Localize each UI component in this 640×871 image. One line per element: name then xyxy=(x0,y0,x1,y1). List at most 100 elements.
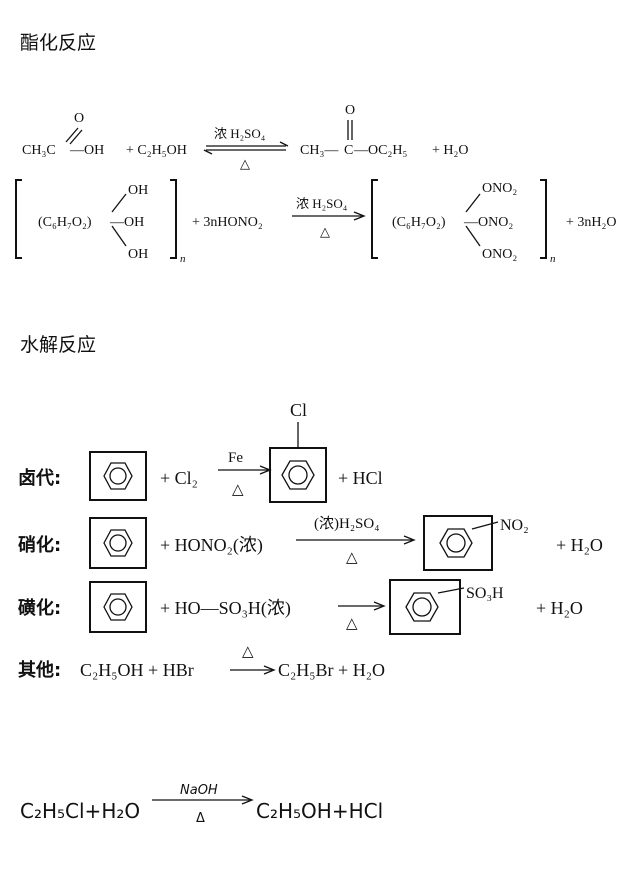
arrow-head xyxy=(263,665,276,675)
nitrate-bottom: ONO₂ xyxy=(482,247,517,262)
benzene-ring xyxy=(89,517,147,569)
acetyl-group: CH₃C xyxy=(22,143,56,158)
catalyst-label: 浓 H₂SO₄ xyxy=(214,126,266,141)
ring-frame xyxy=(423,515,493,571)
hexagon xyxy=(103,593,133,621)
cellulose-unit: (C₆H₇O₂) xyxy=(392,215,446,230)
carbonyl-oxygen: O xyxy=(345,103,355,118)
bond xyxy=(111,225,127,247)
hydroxyl-middle: —OH xyxy=(109,215,144,230)
esterification-equation-cellulose: (C₆H₇O₂) OH —OH OH n + 3nHONO₂ 浓 H₂SO₄ △… xyxy=(15,179,617,265)
hydrolysis-reactants: C₂H₅Cl+H₂O xyxy=(20,799,140,823)
right-bracket xyxy=(540,179,547,259)
esterification-heading: 酯化反应 xyxy=(20,32,97,54)
water-byproduct: + H₂O xyxy=(536,598,583,618)
nitration-label: 硝化: xyxy=(18,534,61,556)
other-label: 其他: xyxy=(18,659,61,681)
benzenesulfonic-acid-ring xyxy=(389,579,461,635)
heat-symbol: △ xyxy=(240,156,250,171)
sulfonation-equation: 磺化: + HO—SO₃H(浓) △ SO₃H + H₂O xyxy=(18,579,583,635)
benzene-ring xyxy=(89,581,147,633)
hexagon xyxy=(103,462,133,490)
aromatic-circle xyxy=(288,465,308,485)
bond xyxy=(111,193,127,213)
hexagon xyxy=(439,528,473,558)
heat-symbol: △ xyxy=(242,644,254,660)
halogenation-equation: 卤代: + Cl₂ Fe △ Cl + HCl xyxy=(18,400,383,503)
ethanol: + C₂H₅OH xyxy=(126,143,187,158)
ring-frame xyxy=(269,447,327,503)
sulfonic-substituent: SO₃H xyxy=(466,585,504,602)
arrow-head xyxy=(241,795,254,805)
hexagon xyxy=(405,592,439,622)
catalyst-label: (浓)H₂SO₄ xyxy=(314,515,379,532)
arrow-head xyxy=(279,141,289,147)
double-bond xyxy=(65,127,79,143)
heat-symbol: △ xyxy=(232,482,244,498)
nitrate-middle: —ONO₂ xyxy=(463,215,513,230)
water-product: + 3nH₂O xyxy=(566,215,617,230)
ring-frame xyxy=(89,451,147,501)
carbonyl-carbon: C xyxy=(344,143,353,158)
hexagon xyxy=(103,529,133,557)
aromatic-circle xyxy=(412,597,432,617)
hydrolysis-heading: 水解反应 xyxy=(20,334,97,356)
ethoxy-group: —OC₂H₅ xyxy=(353,143,407,158)
water-product: + H₂O xyxy=(432,143,469,158)
nitro-substituent: NO₂ xyxy=(500,517,529,534)
nitric-acid-reagent: + HONO₂(浓) xyxy=(160,535,263,556)
nitrate-top: ONO₂ xyxy=(482,181,517,196)
catalyst-label: 浓 H₂SO₄ xyxy=(296,196,348,211)
benzene-ring xyxy=(89,451,147,501)
nitration-equation: 硝化: + HONO₂(浓) (浓)H₂SO₄ △ NO₂ + H₂O xyxy=(18,515,603,571)
esterification-equation-acetic: O CH₃C —OH + C₂H₅OH 浓 H₂SO₄ △ O CH₃— C —… xyxy=(22,103,469,171)
hydroxyl-top: OH xyxy=(128,183,148,198)
ring-frame xyxy=(389,579,461,635)
aromatic-circle xyxy=(109,598,127,616)
right-bracket xyxy=(170,179,177,259)
chlorobenzene-ring xyxy=(269,447,327,503)
bond xyxy=(471,521,499,530)
repeat-n: n xyxy=(180,253,186,265)
chlorine-reagent: + Cl₂ xyxy=(160,468,198,488)
ring-frame xyxy=(89,517,147,569)
other-equation: 其他: C₂H₅OH + HBr △ C₂H₅Br + H₂O xyxy=(18,644,385,681)
arrow-head xyxy=(353,211,366,221)
cellulose-unit: (C₆H₇O₂) xyxy=(38,215,92,230)
heat-symbol: △ xyxy=(320,224,330,239)
aromatic-circle xyxy=(109,534,127,552)
repeat-n: n xyxy=(550,253,556,265)
other-products: C₂H₅Br + H₂O xyxy=(278,660,385,680)
other-reactants: C₂H₅OH + HBr xyxy=(80,660,194,680)
aromatic-circle xyxy=(109,467,127,485)
heat-symbol: △ xyxy=(346,550,358,566)
arrow-head xyxy=(403,535,416,545)
left-bracket xyxy=(15,179,22,259)
hexagon xyxy=(281,460,315,490)
catalyst-label: Fe xyxy=(228,450,243,466)
carbonyl-oxygen: O xyxy=(74,111,84,126)
ring-frame xyxy=(89,581,147,633)
catalyst-label: NaOH xyxy=(180,783,218,798)
bond xyxy=(465,193,481,213)
hydrolysis-equation: C₂H₅Cl+H₂O NaOH Δ C₂H₅OH+HCl xyxy=(20,783,383,826)
hydroxyl-bottom: OH xyxy=(128,247,148,262)
chlorine-substituent: Cl xyxy=(290,400,307,420)
sulfuric-acid-reagent: + HO—SO₃H(浓) xyxy=(160,598,291,619)
sulfonation-label: 磺化: xyxy=(18,597,61,619)
left-bracket xyxy=(371,179,378,259)
nitric-acid-reagent: + 3nHONO₂ xyxy=(192,215,263,230)
methyl-group: CH₃— xyxy=(300,143,339,158)
arrow-head xyxy=(203,149,213,155)
hydroxyl-group: —OH xyxy=(69,143,104,158)
hydrolysis-products: C₂H₅OH+HCl xyxy=(256,799,383,823)
heat-symbol: Δ xyxy=(196,811,205,826)
halogenation-label: 卤代: xyxy=(18,467,61,489)
arrow-head xyxy=(373,601,386,611)
bond xyxy=(465,225,481,247)
nitrobenzene-ring xyxy=(423,515,493,571)
hcl-byproduct: + HCl xyxy=(338,468,383,488)
double-bond xyxy=(69,129,83,145)
heat-symbol: △ xyxy=(346,616,358,632)
